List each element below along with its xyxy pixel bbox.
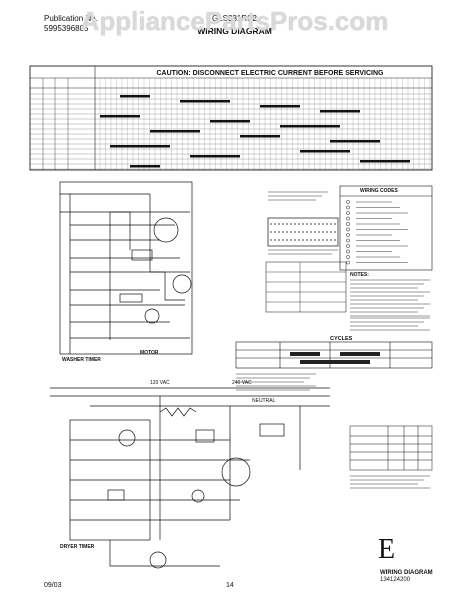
wiring-codes-label: WIRING CODES — [360, 188, 398, 194]
diagram-title: WIRING DIAGRAM — [197, 26, 272, 36]
wiring-codes-legend — [339, 185, 433, 271]
timer-contact-bar — [280, 125, 340, 128]
timer-contact-bar — [180, 100, 230, 103]
timer-contact-bar — [300, 150, 350, 153]
timer-contact-bar — [150, 130, 200, 133]
timer-contact-bar — [330, 140, 380, 143]
timer-contact-bar — [240, 135, 280, 138]
diagram-letter: E — [378, 534, 396, 565]
legend-symbol — [346, 249, 350, 254]
legend-symbol — [346, 238, 350, 243]
legend-symbol — [346, 244, 350, 248]
washer-circuit — [59, 181, 193, 355]
timer-chart — [29, 65, 433, 171]
legend-symbol — [346, 205, 350, 210]
timer-contact-bar — [110, 145, 170, 148]
stamp-title: WIRING DIAGRAM — [380, 570, 433, 576]
timer-contact-bar — [210, 120, 250, 123]
timer-plug-schematic — [265, 217, 347, 313]
model-number: GLS331RS2 — [212, 14, 257, 23]
dryer-timer-label: DRYER TIMER — [60, 544, 95, 550]
timer-contact-bar — [320, 110, 360, 113]
legend-symbol — [346, 200, 350, 204]
motor-label: MOTOR — [140, 350, 159, 356]
stamp-number: 134124200 — [380, 577, 411, 583]
vac-240-label: 240 VAC — [232, 380, 252, 386]
caution-banner: CAUTION: DISCONNECT ELECTRIC CURRENT BEF… — [156, 70, 384, 77]
legend-symbol — [346, 255, 350, 259]
fabric-selector-table — [349, 425, 433, 471]
notes-label: NOTES: — [350, 272, 369, 278]
footer-page-number: 14 — [226, 582, 234, 589]
timer-contact-bar — [360, 160, 410, 163]
legend-symbol — [346, 211, 350, 215]
cycles-chart — [235, 341, 433, 369]
washer-timer-label: WASHER TIMER — [62, 357, 101, 363]
timer-contact-bar — [120, 95, 150, 98]
timer-contact-bar — [100, 115, 140, 118]
legend-symbol — [346, 222, 350, 226]
vac-120-label: 120 VAC — [150, 380, 170, 386]
publication-number: 5995396805 — [44, 24, 89, 33]
legend-symbol — [346, 216, 350, 221]
timer-contact-bar — [260, 105, 300, 108]
timer-contact-bar — [130, 165, 160, 168]
cycles-label: CYCLES — [330, 336, 353, 342]
legend-symbol — [346, 227, 350, 232]
timer-contact-bar — [190, 155, 240, 158]
publication-label: Publication No. — [44, 14, 98, 23]
neutral-label: NEUTRAL — [252, 398, 276, 404]
dryer-circuit — [50, 387, 330, 569]
legend-symbol — [346, 260, 350, 265]
legend-symbol — [346, 233, 350, 237]
footer-date: 09/03 — [44, 582, 62, 589]
